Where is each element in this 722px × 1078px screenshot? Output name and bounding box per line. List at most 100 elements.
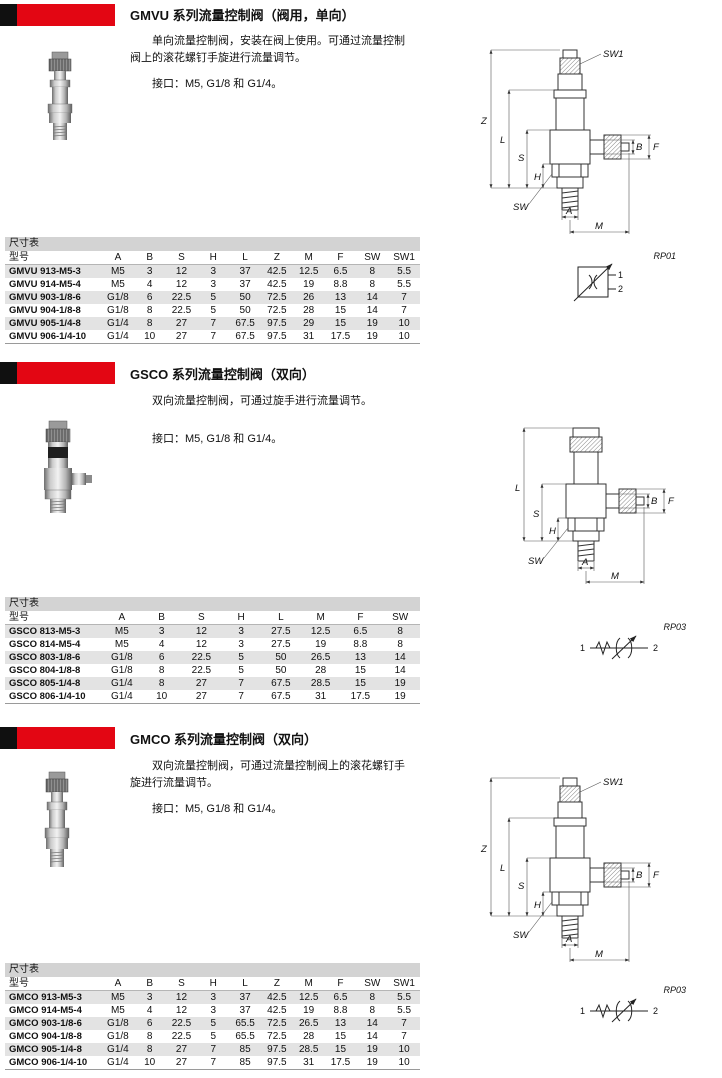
dim-cell: 5 xyxy=(210,292,217,303)
model-cell: GSCO 813-M5-3 xyxy=(9,626,81,637)
dim-cell: 12.5 xyxy=(298,992,319,1003)
dim-cell: 5 xyxy=(238,665,244,676)
valve-photo-illustration xyxy=(44,420,92,513)
dim-cell: 72.5 xyxy=(267,305,287,316)
dim-cell: 27 xyxy=(175,318,188,329)
column-header: SW1 xyxy=(393,252,415,263)
model-cell: GSCO 814-M5-4 xyxy=(9,639,81,650)
section-description: 单向流量控制阀，安装在阀上使用。可通过流量控制阀上的滚花螺钉手旋进行流量调节。 xyxy=(130,35,405,65)
dim-cell: 7 xyxy=(238,678,244,689)
valve-photo-illustration xyxy=(47,51,73,140)
pneumatic-symbol: RP03 1 2 xyxy=(578,985,690,1025)
column-header: M xyxy=(304,252,313,263)
dim-cell: 7 xyxy=(401,1031,407,1042)
table-title: 尺寸表 xyxy=(5,963,420,977)
dim-cell: 3 xyxy=(158,626,165,637)
header-bar-red xyxy=(17,362,115,384)
dim-label-sw: SW xyxy=(528,556,544,567)
ports-line: 接口：M5, G1/8 和 G1/4。 xyxy=(152,433,283,445)
dim-label-a: A xyxy=(565,206,572,217)
dim-cell: 8.8 xyxy=(333,1005,348,1016)
dim-cell: 42.5 xyxy=(267,1005,287,1016)
dim-cell: 14 xyxy=(366,292,378,303)
model-cell: GMCO 913-M5-3 xyxy=(9,992,82,1003)
column-header: B xyxy=(146,252,154,263)
dim-cell: 22.5 xyxy=(171,305,192,316)
column-header: Z xyxy=(273,978,280,989)
dim-cell: G1/4 xyxy=(111,691,133,702)
dim-cell: 6.5 xyxy=(333,992,348,1003)
dim-label-h: H xyxy=(534,900,541,911)
dim-cell: 31 xyxy=(303,1057,315,1068)
dimension-drawing: L S H B F A M SW xyxy=(515,427,675,584)
dim-cell: 67.5 xyxy=(235,318,255,329)
dim-cell: 97.5 xyxy=(267,1044,287,1055)
section-title: GMCO 系列流量控制阀（双向） xyxy=(130,732,318,747)
dim-cell: 14 xyxy=(366,1031,378,1042)
pneumatic-symbol: RP03 1 2 xyxy=(578,622,690,662)
model-cell: GMCO 904-1/8-8 xyxy=(9,1031,82,1042)
model-cell: GMCO 905-1/4-8 xyxy=(9,1044,82,1055)
dim-cell: 15 xyxy=(354,678,366,689)
dim-label-b: B xyxy=(651,496,658,507)
dim-cell: 15 xyxy=(334,318,347,329)
dim-cell: 10 xyxy=(398,331,410,342)
dim-label-sw1: SW1 xyxy=(603,49,624,60)
dim-cell: 4 xyxy=(146,1005,153,1016)
column-header: SW xyxy=(392,612,409,623)
dim-label-sw: SW xyxy=(513,930,529,941)
dimension-drawing: SW1 Z L S H B F A M SW xyxy=(480,777,660,962)
dim-label-f: F xyxy=(653,142,660,153)
dim-cell: 5.5 xyxy=(397,1005,412,1016)
dim-cell: 31 xyxy=(303,331,315,342)
dim-cell: 12.5 xyxy=(298,266,319,277)
model-cell: GMVU 904-1/8-8 xyxy=(9,305,81,316)
symbol-port-1: 1 xyxy=(580,643,585,653)
dim-cell: 22.5 xyxy=(191,652,212,663)
dim-cell: 3 xyxy=(238,626,244,637)
dim-cell: 10 xyxy=(156,691,168,702)
column-header: A xyxy=(114,978,122,989)
dim-cell: 72.5 xyxy=(267,292,287,303)
dim-label-f: F xyxy=(668,496,675,507)
dim-cell: 8 xyxy=(158,678,165,689)
symbol-port-1: 1 xyxy=(580,1006,585,1016)
dim-cell: 8 xyxy=(146,1044,153,1055)
dim-cell: 65.5 xyxy=(235,1018,255,1029)
section-description: 双向流量控制阀，可通过流量控制阀上的滚花螺钉手旋进行流量调节。 xyxy=(130,760,405,790)
model-cell: GSCO 803-1/8-6 xyxy=(9,652,81,663)
model-cell: GMCO 914-M5-4 xyxy=(9,1005,82,1016)
dim-cell: 5.5 xyxy=(397,279,412,290)
dim-cell: 14 xyxy=(394,665,406,676)
section-header-bar xyxy=(0,4,115,26)
dim-cell: 10 xyxy=(398,1057,410,1068)
dim-cell: 8.8 xyxy=(333,279,348,290)
dim-cell: 28.5 xyxy=(310,678,331,689)
dim-label-l: L xyxy=(500,135,505,146)
dim-cell: 37 xyxy=(239,1005,251,1016)
dimension-drawing: SW1 Z L S H B F A M SW xyxy=(480,49,660,234)
dim-cell: 67.5 xyxy=(235,331,255,342)
dim-cell: 7 xyxy=(401,292,407,303)
dim-cell: 12 xyxy=(195,626,207,637)
dim-cell: 22.5 xyxy=(191,665,212,676)
dim-cell: 8 xyxy=(146,305,153,316)
dim-cell: 7 xyxy=(210,1057,217,1068)
dim-cell: 8 xyxy=(369,992,376,1003)
column-header: 型号 xyxy=(9,978,29,989)
dim-cell: 5.5 xyxy=(397,266,412,277)
valve-photo-illustration xyxy=(44,771,70,867)
dim-cell: 15 xyxy=(334,1044,347,1055)
dim-cell: 22.5 xyxy=(171,292,192,303)
product-photo xyxy=(25,770,89,870)
table-title: 尺寸表 xyxy=(5,597,420,611)
column-header: F xyxy=(337,978,344,989)
dim-cell: G1/4 xyxy=(107,1044,129,1055)
section-gmvu: GMVU 系列流量控制阀（阀用，单向） 单向流量控制阀，安装在阀上使用。可通过流… xyxy=(0,0,722,360)
column-header: B xyxy=(146,978,154,989)
dim-cell: 37 xyxy=(239,266,251,277)
technical-drawing: SW1 Z L S H B F A M SW xyxy=(463,40,718,240)
